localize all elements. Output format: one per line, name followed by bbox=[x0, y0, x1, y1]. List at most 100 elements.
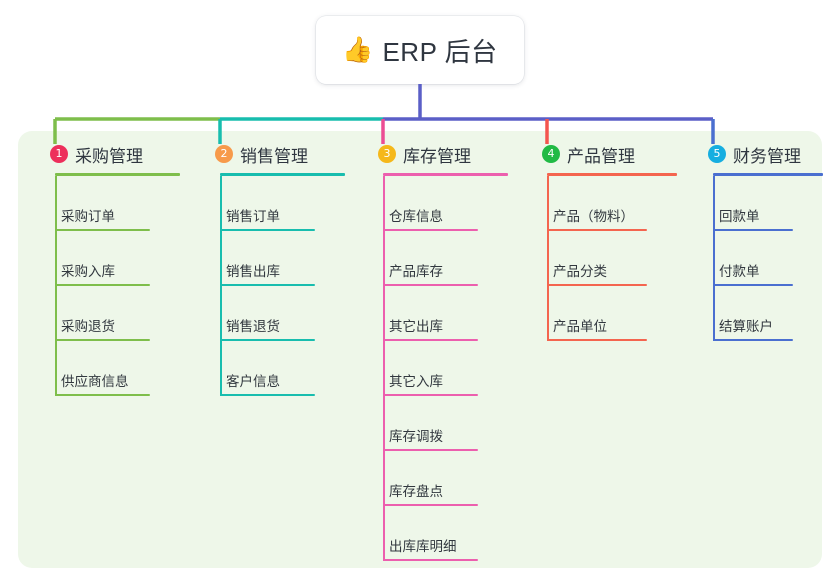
category-items: 回款单付款单结算账户 bbox=[688, 176, 823, 341]
menu-item[interactable]: 供应商信息 bbox=[30, 341, 180, 396]
menu-item[interactable]: 产品（物料） bbox=[522, 176, 677, 231]
category-title: 销售管理 bbox=[240, 146, 308, 166]
menu-item-underline bbox=[383, 229, 478, 231]
category-column-2: 2 销售管理销售订单销售出库销售退货客户信息 bbox=[195, 141, 345, 396]
menu-item-underline bbox=[547, 284, 647, 286]
category-items: 销售订单销售出库销售退货客户信息 bbox=[195, 176, 345, 396]
menu-item-label: 产品分类 bbox=[553, 264, 607, 279]
menu-item-underline bbox=[220, 284, 315, 286]
menu-item-label: 产品（物料） bbox=[553, 209, 634, 224]
branch-spine bbox=[55, 176, 57, 396]
menu-item-label: 库存调拨 bbox=[389, 429, 443, 444]
branch-spine bbox=[383, 176, 385, 561]
menu-item-label: 产品库存 bbox=[389, 264, 443, 279]
menu-item-underline bbox=[547, 229, 647, 231]
menu-item-label: 销售出库 bbox=[226, 264, 280, 279]
menu-item[interactable]: 其它出库 bbox=[358, 286, 508, 341]
menu-item[interactable]: 结算账户 bbox=[688, 286, 823, 341]
root-node-erp-backend[interactable]: 👍 ERP 后台 bbox=[316, 16, 524, 84]
menu-item-underline bbox=[383, 394, 478, 396]
category-number-badge: 5 bbox=[708, 145, 726, 163]
category-number-badge: 1 bbox=[50, 145, 68, 163]
menu-item-underline bbox=[383, 559, 478, 561]
category-column-1: 1 采购管理采购订单采购入库采购退货供应商信息 bbox=[30, 141, 180, 396]
menu-item-underline bbox=[55, 394, 150, 396]
menu-item-underline bbox=[220, 394, 315, 396]
category-underline bbox=[55, 173, 180, 176]
menu-item-underline bbox=[383, 339, 478, 341]
root-node-label: ERP 后台 bbox=[382, 36, 498, 67]
menu-item[interactable]: 库存调拨 bbox=[358, 396, 508, 451]
menu-item[interactable]: 产品库存 bbox=[358, 231, 508, 286]
category-title: 产品管理 bbox=[567, 146, 635, 166]
menu-item-label: 付款单 bbox=[719, 264, 760, 279]
menu-item[interactable]: 采购订单 bbox=[30, 176, 180, 231]
menu-item-label: 采购退货 bbox=[61, 319, 115, 334]
menu-item[interactable]: 采购退货 bbox=[30, 286, 180, 341]
category-header-3[interactable]: 3 库存管理 bbox=[358, 141, 508, 167]
category-header-2[interactable]: 2 销售管理 bbox=[195, 141, 345, 167]
menu-item-label: 客户信息 bbox=[226, 374, 280, 389]
menu-item[interactable]: 销售退货 bbox=[195, 286, 345, 341]
branch-spine bbox=[713, 176, 715, 341]
menu-item-underline bbox=[55, 229, 150, 231]
menu-item[interactable]: 客户信息 bbox=[195, 341, 345, 396]
branch-spine bbox=[220, 176, 222, 396]
menu-item-label: 其它入库 bbox=[389, 374, 443, 389]
category-underline bbox=[713, 173, 823, 176]
menu-item[interactable]: 产品单位 bbox=[522, 286, 677, 341]
menu-item[interactable]: 采购入库 bbox=[30, 231, 180, 286]
category-header-4[interactable]: 4 产品管理 bbox=[522, 141, 677, 167]
menu-item-label: 回款单 bbox=[719, 209, 760, 224]
menu-item[interactable]: 产品分类 bbox=[522, 231, 677, 286]
menu-item[interactable]: 出库库明细 bbox=[358, 506, 508, 561]
category-number-badge: 3 bbox=[378, 145, 396, 163]
category-title: 财务管理 bbox=[733, 146, 801, 166]
menu-item-label: 供应商信息 bbox=[61, 374, 129, 389]
category-items: 采购订单采购入库采购退货供应商信息 bbox=[30, 176, 180, 396]
menu-item-underline bbox=[547, 339, 647, 341]
menu-item-label: 采购订单 bbox=[61, 209, 115, 224]
menu-item[interactable]: 其它入库 bbox=[358, 341, 508, 396]
category-underline bbox=[383, 173, 508, 176]
menu-item[interactable]: 销售出库 bbox=[195, 231, 345, 286]
category-number-badge: 2 bbox=[215, 145, 233, 163]
menu-item[interactable]: 销售订单 bbox=[195, 176, 345, 231]
menu-item[interactable]: 仓库信息 bbox=[358, 176, 508, 231]
menu-item-underline bbox=[55, 339, 150, 341]
category-items: 仓库信息产品库存其它出库其它入库库存调拨库存盘点出库库明细 bbox=[358, 176, 508, 561]
menu-item-label: 仓库信息 bbox=[389, 209, 443, 224]
category-header-5[interactable]: 5 财务管理 bbox=[688, 141, 823, 167]
menu-item-underline bbox=[713, 229, 793, 231]
menu-item-label: 销售退货 bbox=[226, 319, 280, 334]
category-column-3: 3 库存管理仓库信息产品库存其它出库其它入库库存调拨库存盘点出库库明细 bbox=[358, 141, 508, 561]
menu-item-underline bbox=[383, 284, 478, 286]
category-items: 产品（物料） 产品分类产品单位 bbox=[522, 176, 677, 341]
menu-item-label: 库存盘点 bbox=[389, 484, 443, 499]
branch-spine bbox=[547, 176, 549, 341]
category-column-4: 4 产品管理产品（物料） 产品分类产品单位 bbox=[522, 141, 677, 341]
category-number-badge: 4 bbox=[542, 145, 560, 163]
menu-item-label: 产品单位 bbox=[553, 319, 607, 334]
menu-item[interactable]: 回款单 bbox=[688, 176, 823, 231]
category-title: 采购管理 bbox=[75, 146, 143, 166]
menu-item-label: 其它出库 bbox=[389, 319, 443, 334]
menu-item-label: 结算账户 bbox=[719, 319, 773, 334]
thumbs-up-icon: 👍 bbox=[342, 35, 374, 64]
category-title: 库存管理 bbox=[403, 146, 471, 166]
menu-item[interactable]: 付款单 bbox=[688, 231, 823, 286]
menu-item-underline bbox=[220, 229, 315, 231]
menu-item-underline bbox=[55, 284, 150, 286]
menu-item[interactable]: 库存盘点 bbox=[358, 451, 508, 506]
menu-item-underline bbox=[220, 339, 315, 341]
menu-item-underline bbox=[713, 284, 793, 286]
menu-item-underline bbox=[383, 449, 478, 451]
category-column-5: 5 财务管理回款单付款单结算账户 bbox=[688, 141, 823, 341]
menu-item-label: 出库库明细 bbox=[389, 539, 457, 554]
category-underline bbox=[220, 173, 345, 176]
content-panel bbox=[18, 131, 822, 568]
category-header-1[interactable]: 1 采购管理 bbox=[30, 141, 180, 167]
menu-item-underline bbox=[383, 504, 478, 506]
menu-item-label: 销售订单 bbox=[226, 209, 280, 224]
